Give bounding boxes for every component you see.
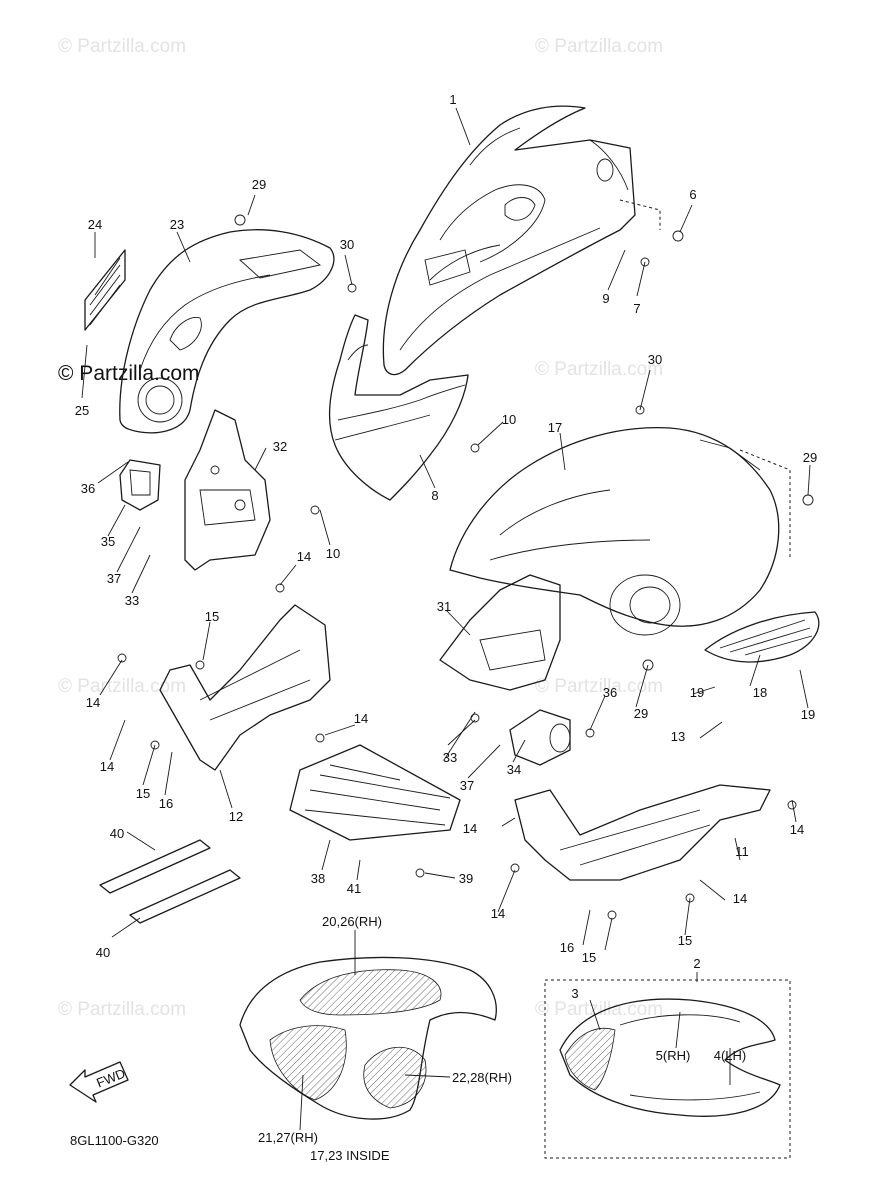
callout-18: 18 [753, 685, 767, 700]
callout-14: 14 [463, 821, 477, 836]
callout-29: 29 [803, 450, 817, 465]
part-inner-panel-left [184, 409, 271, 571]
callout-22: 22,28(RH) [452, 1070, 512, 1085]
callouts: 1 2 3 5(RH) 4(LH) 6 7 8 9 10 10 11 12 13… [75, 92, 817, 1145]
callout-14: 14 [790, 822, 804, 837]
watermark: © Partzilla.com [535, 36, 663, 57]
part-small-bracket-left [119, 459, 161, 511]
callout-15: 15 [582, 950, 596, 965]
callout-8: 8 [431, 488, 438, 503]
callout-7: 7 [633, 301, 640, 316]
callout-3: 3 [571, 986, 578, 1001]
part-side-cover-left [84, 229, 335, 434]
callout-36: 36 [603, 685, 617, 700]
callout-37: 37 [460, 778, 474, 793]
part-strips [99, 839, 241, 924]
callout-19: 19 [690, 685, 704, 700]
callout-25: 25 [75, 403, 89, 418]
watermark-layer: © Partzilla.com © Partzilla.com © Partzi… [58, 36, 663, 1020]
part-lower-cover-left [159, 604, 331, 771]
callout-33: 33 [125, 593, 139, 608]
part-decal-body [239, 956, 497, 1120]
inside-note: 17,23 INSIDE [310, 1148, 390, 1163]
callout-32: 32 [273, 439, 287, 454]
callout-5: 5(RH) [656, 1048, 691, 1063]
callout-23: 23 [170, 217, 184, 232]
part-grille-right [704, 611, 820, 663]
callout-6: 6 [689, 187, 696, 202]
callout-16: 16 [560, 940, 574, 955]
part-skid-plate [289, 744, 461, 841]
callout-29: 29 [634, 706, 648, 721]
part-side-cover-right [449, 426, 791, 636]
part-bracket-31 [439, 574, 561, 691]
part-lower-cover-right [514, 784, 771, 881]
callout-20: 20,26(RH) [322, 914, 382, 929]
callout-10: 10 [326, 546, 340, 561]
callout-39: 39 [459, 871, 473, 886]
callout-2: 2 [693, 956, 700, 971]
callout-14: 14 [733, 891, 747, 906]
callout-21: 21,27(RH) [258, 1130, 318, 1145]
watermark-strong: © Partzilla.com [58, 362, 200, 385]
fwd-arrow-icon: FWD [69, 1061, 129, 1103]
callout-40: 40 [96, 945, 110, 960]
callout-19: 19 [801, 707, 815, 722]
callout-4: 4(LH) [714, 1048, 747, 1063]
callout-14: 14 [491, 906, 505, 921]
diagram-code: 8GL1100-G320 [70, 1133, 159, 1148]
callout-33: 33 [443, 750, 457, 765]
callout-12: 12 [229, 809, 243, 824]
callout-38: 38 [311, 871, 325, 886]
watermark: © Partzilla.com [58, 36, 186, 57]
callout-35: 35 [101, 534, 115, 549]
watermark: © Partzilla.com [58, 999, 186, 1020]
callout-14: 14 [86, 695, 100, 710]
watermark: © Partzilla.com [58, 676, 186, 697]
callout-14: 14 [100, 759, 114, 774]
callout-24: 24 [88, 217, 102, 232]
watermark: © Partzilla.com [535, 359, 663, 380]
callout-16: 16 [159, 796, 173, 811]
callout-36: 36 [81, 481, 95, 496]
callout-37: 37 [107, 571, 121, 586]
callout-9: 9 [602, 291, 609, 306]
part-lower-front-panel [328, 314, 469, 501]
callout-40: 40 [110, 826, 124, 841]
callout-30: 30 [340, 237, 354, 252]
callout-10: 10 [502, 412, 516, 427]
callout-14: 14 [297, 549, 311, 564]
callout-14: 14 [354, 711, 368, 726]
part-assembly-box [544, 979, 791, 1159]
callout-41: 41 [347, 881, 361, 896]
callout-29: 29 [252, 177, 266, 192]
callout-1: 1 [449, 92, 456, 107]
callout-34: 34 [507, 762, 521, 777]
callout-30: 30 [648, 352, 662, 367]
callout-15: 15 [136, 786, 150, 801]
hardware-marks [117, 214, 814, 920]
callout-15: 15 [205, 609, 219, 624]
part-sensor-right [509, 709, 571, 766]
callout-17: 17 [548, 420, 562, 435]
callout-11: 11 [735, 844, 749, 859]
watermark: © Partzilla.com [535, 676, 663, 697]
watermark: © Partzilla.com [535, 999, 663, 1020]
part-front-cowl [382, 105, 661, 376]
leader-lines [81, 107, 811, 1131]
callout-31: 31 [437, 599, 451, 614]
callout-13: 13 [671, 729, 685, 744]
callout-15: 15 [678, 933, 692, 948]
